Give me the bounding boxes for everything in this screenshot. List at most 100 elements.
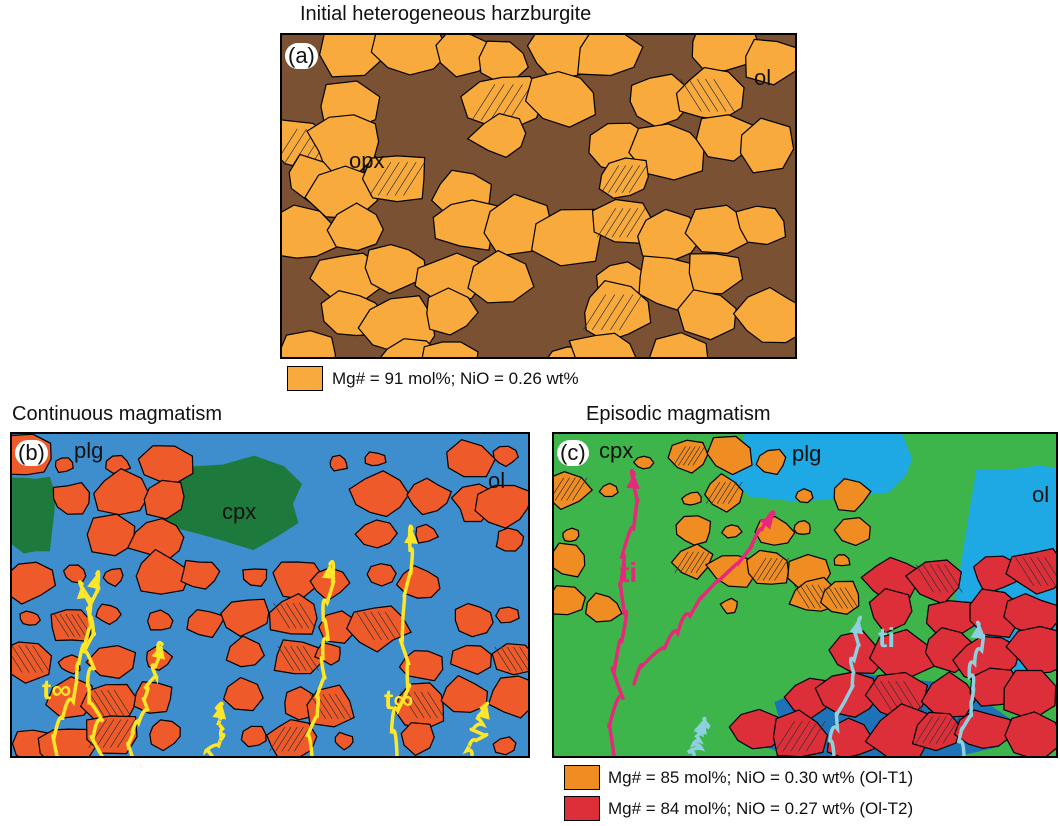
olivine-grain bbox=[149, 719, 181, 752]
grain-hatch bbox=[922, 716, 940, 744]
grain-hatch bbox=[107, 689, 125, 717]
grain-hatch bbox=[32, 645, 51, 673]
melt-path-blue bbox=[956, 620, 986, 756]
olivine-grain bbox=[242, 568, 268, 587]
grain-hatch bbox=[682, 446, 696, 466]
grain-hatch bbox=[95, 719, 115, 748]
grain-hatch bbox=[596, 208, 617, 238]
melt-path-blue bbox=[827, 615, 863, 756]
grain-hatch bbox=[762, 557, 778, 581]
olivine-grain-t1 bbox=[794, 488, 814, 504]
grain-hatch bbox=[782, 720, 803, 752]
olivine-grain bbox=[739, 117, 795, 174]
olivine-grain-t2 bbox=[826, 717, 876, 756]
grain-hatch bbox=[705, 79, 727, 112]
olivine-grain bbox=[12, 641, 53, 684]
olivine-grain-t1 bbox=[598, 482, 619, 498]
olivine-grain bbox=[240, 725, 267, 748]
melt-path-head bbox=[151, 644, 165, 660]
grain-hatch bbox=[608, 165, 627, 193]
olivine-grain-t1 bbox=[706, 435, 753, 476]
melt-time-label-1: t∞ bbox=[42, 674, 72, 705]
grain-hatch bbox=[480, 84, 505, 121]
grain-hatch bbox=[71, 613, 87, 638]
olivine-grain bbox=[143, 479, 185, 520]
grain-hatch bbox=[275, 726, 292, 752]
grain-hatch bbox=[695, 551, 710, 574]
olivine-grain-t1 bbox=[675, 515, 712, 546]
grain-hatch bbox=[566, 477, 582, 501]
melt-path-pink-head bbox=[626, 474, 640, 489]
grain-hatch bbox=[823, 587, 838, 609]
grain-hatch bbox=[377, 162, 400, 196]
melt-path bbox=[389, 524, 415, 756]
melt-path-head bbox=[404, 529, 418, 544]
grain-hatch bbox=[302, 645, 320, 671]
grain-hatch bbox=[793, 584, 810, 609]
olivine-grain-t1 bbox=[554, 542, 586, 578]
olivine-grain bbox=[52, 481, 91, 515]
olivine-grain-t1 bbox=[554, 585, 586, 616]
olivine-grain bbox=[495, 527, 525, 552]
olivine-grain-t1 bbox=[632, 455, 655, 470]
grain-hatch bbox=[25, 645, 44, 673]
grain-hatch bbox=[117, 719, 136, 748]
grain-hatch bbox=[935, 716, 954, 744]
legend-c-text-2: Mg# = 84 mol%; NiO = 0.27 wt% (Ol-T2) bbox=[608, 799, 914, 818]
grain-hatch bbox=[113, 689, 132, 717]
olivine-grain bbox=[348, 470, 410, 518]
melt-path-head bbox=[476, 704, 490, 720]
grain-hatch bbox=[102, 719, 122, 748]
melt-path-pink bbox=[607, 468, 640, 756]
olivine-grain bbox=[265, 718, 318, 756]
grain-hatch bbox=[727, 481, 743, 504]
panel-b: (b) plg cpx ol t∞ t∞ bbox=[10, 432, 530, 758]
grain-hatch bbox=[687, 446, 701, 466]
grain-hatch bbox=[322, 693, 339, 720]
grain-hatch bbox=[1029, 557, 1049, 586]
grain-hatch bbox=[12, 645, 30, 673]
olivine-grain-t1 bbox=[833, 478, 872, 513]
olivine-grain bbox=[364, 243, 428, 295]
olivine-grain-t2 bbox=[728, 708, 785, 750]
panel-a-title: Initial heterogeneous harzburgite bbox=[300, 3, 592, 25]
olivine-grain bbox=[135, 548, 192, 595]
grain-hatch bbox=[287, 726, 304, 752]
grain-hatch bbox=[370, 611, 389, 641]
grain-hatch bbox=[293, 726, 311, 752]
grain-hatch bbox=[690, 551, 705, 574]
panel-a-texture bbox=[282, 35, 795, 357]
grain-hatch bbox=[774, 557, 790, 581]
olivine-grain bbox=[649, 332, 709, 357]
olivine-grain bbox=[334, 731, 354, 751]
grain-hatch bbox=[363, 611, 382, 641]
grain-hatch bbox=[775, 720, 795, 752]
mineral-label-plg: plg bbox=[792, 441, 822, 466]
olivine-grain bbox=[467, 249, 535, 304]
legend-c-swatch-1 bbox=[564, 765, 600, 790]
melt-path-head bbox=[76, 584, 91, 600]
grain-hatch bbox=[591, 294, 616, 331]
grain-hatch bbox=[286, 602, 303, 629]
grain-hatch bbox=[279, 602, 297, 629]
grain-hatch bbox=[944, 564, 963, 593]
olivine-grain bbox=[50, 609, 92, 643]
olivine-grain bbox=[62, 564, 87, 584]
grain-hatch bbox=[109, 719, 129, 748]
olivine-grain bbox=[180, 559, 221, 590]
grain-hatch bbox=[572, 477, 588, 501]
olivine-grain bbox=[677, 289, 737, 341]
olivine-grain-t1 bbox=[562, 527, 580, 543]
olivine-grain bbox=[133, 681, 173, 714]
olivine-grain bbox=[637, 208, 706, 264]
olivine-grain bbox=[454, 602, 494, 638]
grain-hatch bbox=[680, 79, 702, 112]
olivine-grain bbox=[492, 445, 520, 468]
olivine-grain bbox=[415, 523, 440, 544]
grain-hatch bbox=[604, 208, 624, 238]
panel-c-title: Episodic magmatism bbox=[586, 403, 771, 425]
grain-hatch bbox=[281, 726, 298, 752]
olivine-grain-t1 bbox=[681, 491, 702, 506]
melt-path bbox=[126, 640, 164, 756]
grain-hatch bbox=[915, 564, 935, 593]
